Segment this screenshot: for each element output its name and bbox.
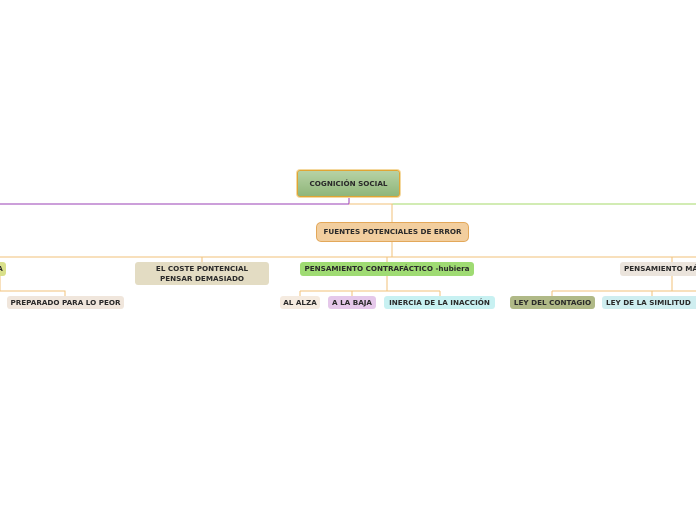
leaf-node-inercia[interactable]: INERCIA DE LA INACCIÓN [384,296,495,309]
leaf-node-preparado[interactable]: PREPARADO PARA LO PEOR [7,296,124,309]
branch-label: A [0,264,3,274]
branch-node-contrafactico[interactable]: PENSAMIENTO CONTRAFÁCTICO -hubiera [300,262,474,276]
left-children-line [0,276,66,296]
main-topic-label: FUENTES POTENCIALES DE ERROR [323,227,462,237]
root-label: COGNICIÓN SOCIAL [309,178,388,188]
main-topic-node[interactable]: FUENTES POTENCIALES DE ERROR [316,222,469,242]
leaf-node-contagio[interactable]: LEY DEL CONTAGIO [510,296,595,309]
root-node[interactable]: COGNICIÓN SOCIAL [297,170,400,197]
branch-node-coste[interactable]: EL COSTE PONTENCIAL PENSAR DEMASIADO [135,262,269,285]
root-to-main-line [349,203,393,222]
branch-node-magico[interactable]: PENSAMIENTO MÁ [620,262,696,276]
leaf-label: LEY DEL CONTAGIO [513,297,592,307]
leaf-node-baja[interactable]: A LA BAJA [328,296,376,309]
leaf-node-similitud[interactable]: LEY DE LA SIMILITUD [602,296,696,309]
branch-label: PENSAMIENTO CONTRAFÁCTICO -hubiera [304,264,470,274]
magico-children-line [551,276,696,296]
leaf-node-alza[interactable]: AL ALZA [280,296,320,309]
leaf-label: INERCIA DE LA INACCIÓN [389,297,490,307]
root-left-branch-line [0,197,350,205]
main-children-line [0,242,696,258]
branch-label: EL COSTE PONTENCIAL PENSAR DEMASIADO [155,264,249,283]
leaf-label: A LA BAJA [332,297,372,307]
leaf-label: AL ALZA [283,297,317,307]
branch-node-left-partial[interactable]: A [0,262,6,276]
contra-children-line [299,276,441,296]
leaf-label: LEY DE LA SIMILITUD [606,297,691,307]
branch-label: PENSAMIENTO MÁ [624,264,696,274]
leaf-label: PREPARADO PARA LO PEOR [10,297,121,307]
